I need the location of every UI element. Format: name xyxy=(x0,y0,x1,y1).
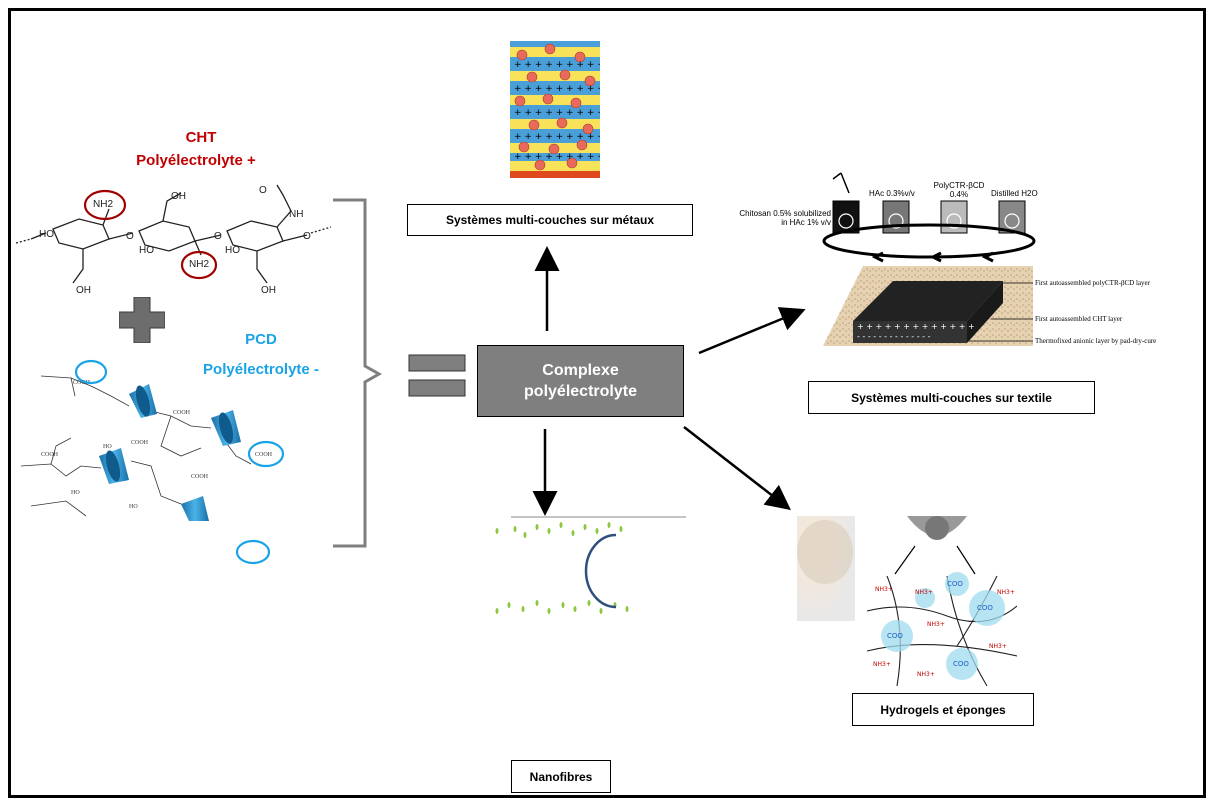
svg-text:COOH: COOH xyxy=(41,452,59,458)
pcd-label: PCD xyxy=(245,331,277,348)
label-hydrogels: Hydrogels et éponges xyxy=(852,693,1034,726)
svg-text:HO: HO xyxy=(129,504,138,510)
svg-text:O: O xyxy=(126,231,134,242)
label-metals: Systèmes multi-couches sur métaux xyxy=(407,204,693,236)
svg-text:NH2: NH2 xyxy=(93,199,113,210)
svg-text:NH3+: NH3+ xyxy=(875,586,893,593)
legend-circle-icon xyxy=(235,539,271,565)
svg-text:+ + + + + + + + +: + + + + + + + + + xyxy=(514,108,600,118)
svg-text:- - - - - - - - - - - - - -: - - - - - - - - - - - - - - xyxy=(857,332,931,341)
svg-text:NH: NH xyxy=(289,209,303,220)
svg-text:+ + + + + + + + + + + + +: + + + + + + + + + + + + + xyxy=(857,322,975,331)
center-line1: Complexe xyxy=(542,362,619,379)
svg-text:COOH: COOH xyxy=(173,410,191,416)
chitosan-structure: HO OH NH2 O OH HO NH2 O HO OH NH O O xyxy=(15,184,332,296)
diagram-frame: CHT Polyélectrolyte + HO OH NH2 O O xyxy=(8,8,1206,798)
svg-text:NH3+: NH3+ xyxy=(917,671,935,678)
svg-text:COOH: COOH xyxy=(73,380,91,386)
svg-text:OH: OH xyxy=(76,285,91,296)
arrow-textile xyxy=(698,307,806,355)
arrow-hydrogels xyxy=(683,426,791,511)
svg-text:HO: HO xyxy=(39,229,54,240)
svg-text:NH2: NH2 xyxy=(189,259,209,270)
svg-text:+ + + + + + + + +: + + + + + + + + + xyxy=(514,132,600,142)
svg-text:HO: HO xyxy=(139,245,154,256)
hydrogel-figure: COO COO COO COO NH3+ NH3+ NH3+ NH3+ NH3+… xyxy=(797,516,1017,686)
textile-layer1: First autoassembled polyCTR-βCD layer xyxy=(1035,279,1150,287)
label-nanofibres: Nanofibres xyxy=(511,760,611,793)
arrows xyxy=(532,246,806,516)
svg-text:O: O xyxy=(303,231,311,242)
svg-text:HO: HO xyxy=(103,444,112,450)
svg-text:+ + + + + + + + +: + + + + + + + + + xyxy=(514,84,600,94)
svg-text:O: O xyxy=(259,185,267,196)
center-complex-box: Complexe polyélectrolyte xyxy=(477,345,684,417)
textile-layer3: Thermofixed anionic layer by pad-dry-cur… xyxy=(1035,337,1157,345)
curly-bracket xyxy=(333,198,383,548)
svg-text:NH3+: NH3+ xyxy=(927,621,945,628)
svg-text:+ + + + + + + + +: + + + + + + + + + xyxy=(514,152,600,162)
cht-sublabel: Polyélectrolyte + xyxy=(136,152,256,169)
metal-multilayer-image: + + + + + + + + + + + + + + + + + + + + … xyxy=(510,41,600,178)
svg-text:O: O xyxy=(214,231,222,242)
svg-text:HO: HO xyxy=(225,245,240,256)
svg-text:NH3+: NH3+ xyxy=(873,661,891,668)
textile-figure: + + + + + + + + + + + + + - - - - - - - … xyxy=(733,171,1193,351)
svg-text:HO: HO xyxy=(71,490,80,496)
label-textile: Systèmes multi-couches sur textile xyxy=(808,381,1095,414)
textile-step1: Chitosan 0.5% solubilized in HAc 1% v/v xyxy=(739,209,831,227)
textile-step2: HAc 0.3%v/v xyxy=(869,189,915,198)
svg-text:NH3+: NH3+ xyxy=(915,589,933,596)
pcd-sublabel: Polyélectrolyte - xyxy=(203,361,319,378)
center-line2: polyélectrolyte xyxy=(524,383,637,400)
svg-text:COO: COO xyxy=(953,660,969,668)
svg-text:COO: COO xyxy=(977,604,993,612)
svg-text:COOH: COOH xyxy=(255,452,273,458)
equals-icon xyxy=(408,354,466,397)
textile-layer2: First autoassembled CHT layer xyxy=(1035,315,1123,323)
svg-text:COO: COO xyxy=(947,580,963,588)
pcd-structure: COOH COOH COOH COOH COOH COOH HO HO HO xyxy=(20,359,251,521)
svg-text:NH3+: NH3+ xyxy=(989,643,1007,650)
textile-step3: PolyCTR-βCD 0.4% xyxy=(933,181,985,199)
svg-text:COO: COO xyxy=(887,632,903,640)
svg-text:+ + + + + + + + +: + + + + + + + + + xyxy=(514,60,600,70)
svg-text:OH: OH xyxy=(171,191,186,202)
plus-icon xyxy=(119,297,165,343)
svg-text:NH3+: NH3+ xyxy=(997,589,1015,596)
pcd-cooh-highlight: COOH xyxy=(247,440,285,468)
nanofibre-figure xyxy=(495,516,686,614)
cht-label: CHT xyxy=(185,129,217,146)
textile-step4: Distilled H2O xyxy=(991,189,1038,198)
svg-text:COOH: COOH xyxy=(131,440,149,446)
svg-text:COOH: COOH xyxy=(191,474,209,480)
svg-text:OH: OH xyxy=(261,285,276,296)
